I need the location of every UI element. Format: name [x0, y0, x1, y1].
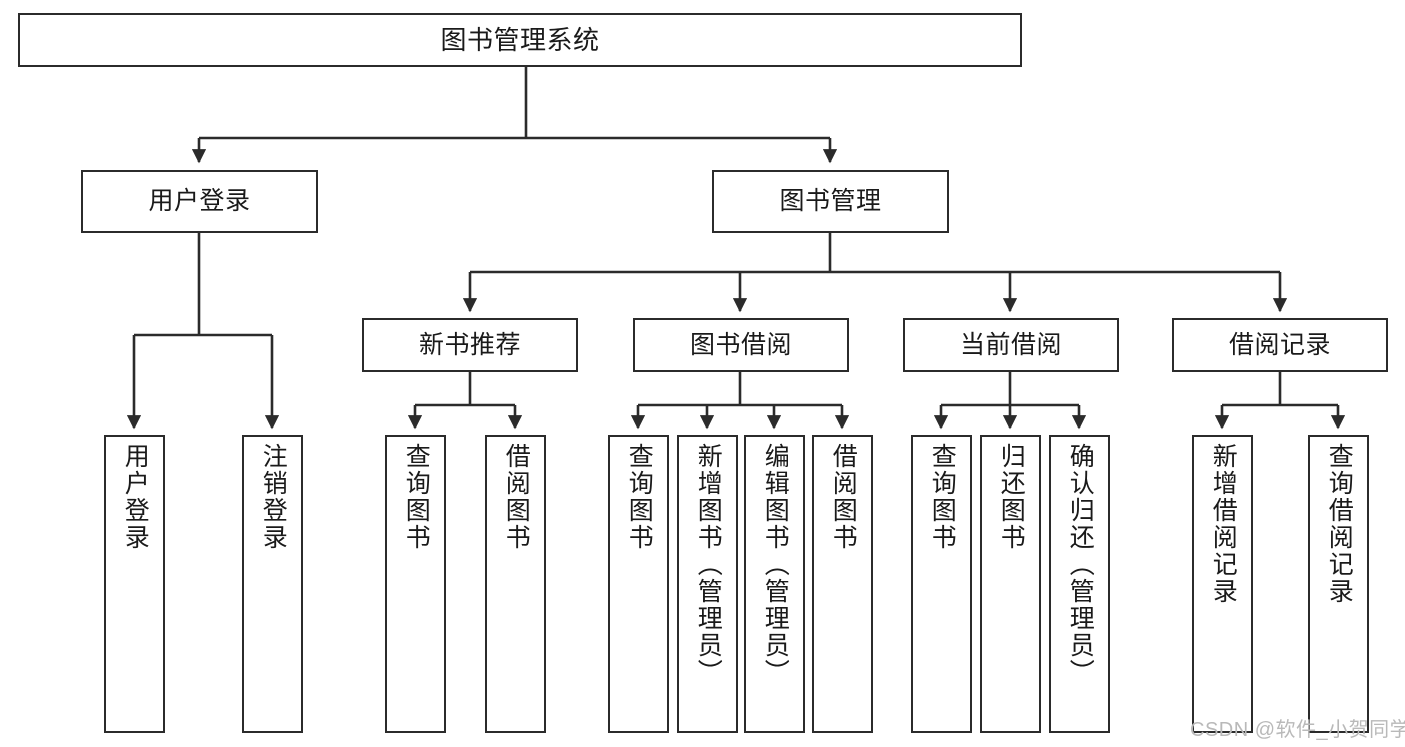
- leaf-new-book-borrow[interactable]: 借阅图书: [485, 435, 546, 733]
- node-book-borrow[interactable]: 图书借阅: [633, 318, 849, 372]
- leaf-book-borrow-borrow[interactable]: 借阅图书: [812, 435, 873, 733]
- node-root-system[interactable]: 图书管理系统: [18, 13, 1022, 67]
- node-label: 借阅记录: [1228, 330, 1331, 359]
- node-label: 图书借阅: [689, 330, 792, 359]
- leaf-current-borrow-query[interactable]: 查询图书: [911, 435, 972, 733]
- node-new-book-recommend[interactable]: 新书推荐: [362, 318, 578, 372]
- leaf-current-borrow-return[interactable]: 归还图书: [980, 435, 1041, 733]
- node-label: 查询图书: [928, 443, 957, 551]
- node-borrow-records[interactable]: 借阅记录: [1172, 318, 1388, 372]
- leaf-current-borrow-confirm-return[interactable]: 确认归还（管理员）: [1049, 435, 1110, 733]
- leaf-new-book-query[interactable]: 查询图书: [385, 435, 446, 733]
- node-book-management[interactable]: 图书管理: [712, 170, 949, 233]
- node-label: 用户登录: [121, 443, 150, 551]
- node-label: 新增借阅记录: [1209, 443, 1238, 605]
- csdn-watermark: CSDN @软件_小贺同学: [1190, 719, 1405, 741]
- node-label: 查询图书: [402, 443, 431, 551]
- leaf-book-borrow-query[interactable]: 查询图书: [608, 435, 669, 733]
- leaf-book-borrow-add[interactable]: 新增图书（管理员）: [677, 435, 738, 733]
- node-label: 图书管理系统: [440, 24, 600, 55]
- node-label: 归还图书: [997, 443, 1026, 551]
- node-label: 新增图书（管理员）: [694, 443, 723, 686]
- node-label: 确认归还（管理员）: [1066, 443, 1095, 686]
- node-user-login[interactable]: 用户登录: [81, 170, 318, 233]
- node-label: 查询图书: [625, 443, 654, 551]
- node-label: 注销登录: [259, 443, 288, 551]
- leaf-user-login-logout[interactable]: 注销登录: [242, 435, 303, 733]
- node-label: 编辑图书（管理员）: [761, 443, 790, 686]
- node-label: 用户登录: [148, 187, 251, 215]
- leaf-user-login-login[interactable]: 用户登录: [104, 435, 165, 733]
- node-label: 新书推荐: [418, 330, 521, 359]
- node-label: 借阅图书: [829, 443, 858, 551]
- leaf-records-add[interactable]: 新增借阅记录: [1192, 435, 1253, 733]
- node-current-borrow[interactable]: 当前借阅: [903, 318, 1119, 372]
- node-label: 查询借阅记录: [1325, 443, 1354, 605]
- leaf-book-borrow-edit[interactable]: 编辑图书（管理员）: [744, 435, 805, 733]
- node-label: 图书管理: [779, 187, 882, 215]
- node-label: 借阅图书: [502, 443, 531, 551]
- node-label: 当前借阅: [959, 330, 1062, 359]
- leaf-records-query[interactable]: 查询借阅记录: [1308, 435, 1369, 733]
